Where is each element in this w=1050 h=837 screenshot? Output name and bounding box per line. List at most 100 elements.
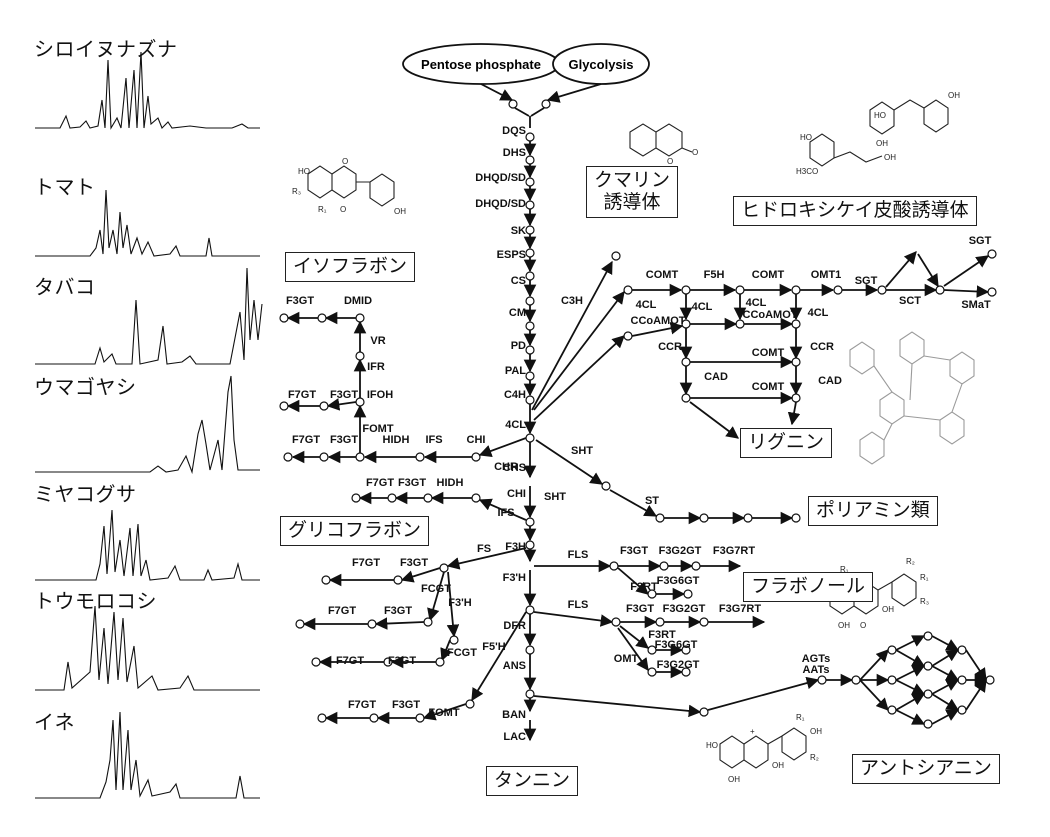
pathway-node	[369, 713, 379, 723]
enzyme-label: COMT	[752, 381, 785, 393]
pathway-node	[525, 200, 535, 210]
atom-label: OH	[948, 91, 960, 100]
pathway-node	[609, 561, 619, 571]
enzyme-label: SMaT	[961, 299, 991, 311]
enzyme-label: F3G6GT	[657, 575, 700, 587]
pathway-node	[957, 705, 967, 715]
atom-label: OH	[882, 605, 894, 614]
pathway-node	[525, 132, 535, 142]
atom-label: R₂	[906, 557, 915, 566]
enzyme-label: F7GT	[348, 699, 376, 711]
pathway-edge	[931, 649, 960, 667]
chromatogram-trace	[35, 509, 260, 581]
enzyme-label: COMT	[752, 269, 785, 281]
atom-label: O	[667, 157, 673, 166]
pathway-edge	[533, 335, 625, 421]
enzyme-label: IFOH	[367, 389, 393, 401]
enzyme-label: SHT	[571, 445, 593, 457]
source-label: Pentose phosphate	[421, 57, 541, 72]
main-trunk: DQSDHSDHQD/SDDHQD/SDSKESPSCSCMPDPALC4H4C…	[475, 116, 537, 743]
enzyme-label: 4CL	[636, 299, 657, 311]
enzyme-label: SGT	[969, 235, 992, 247]
enzyme-label: BAN	[502, 709, 526, 721]
pathway-edge	[787, 401, 801, 426]
pathway-node	[525, 645, 535, 655]
category-flavonol: フラボノール	[743, 572, 874, 602]
species-label: シロイヌナズナ	[34, 37, 178, 61]
pathway-edge	[707, 676, 820, 711]
pathway-node	[319, 401, 329, 411]
atom-label: O	[342, 157, 348, 166]
atom-label: +	[750, 727, 755, 736]
category-glycoflavone: グリコフラボン	[280, 516, 430, 546]
pathway-node	[435, 657, 445, 667]
pathway-node	[735, 285, 745, 295]
pathway-edge	[931, 665, 960, 681]
pathway-node	[623, 331, 633, 341]
pathway-node	[851, 675, 861, 685]
pathway-node	[423, 493, 433, 503]
pathway-node	[611, 251, 621, 261]
enzyme-label: HIDH	[383, 434, 410, 446]
pathway-node	[525, 155, 535, 165]
pathway-node	[525, 296, 535, 306]
species-label: タバコ	[34, 275, 96, 299]
pathway-node	[699, 617, 709, 627]
enzyme-label: F3G7RT	[719, 603, 761, 615]
enzyme-label: F3'H	[503, 572, 526, 584]
enzyme-label: OMT1	[811, 269, 842, 281]
enzyme-label: FLS	[568, 599, 589, 611]
hydroxycinnamic-structure: HO OH OH HO H3CO OH	[796, 91, 960, 176]
enzyme-label: CCoAMOT	[743, 309, 798, 321]
pathway-node	[525, 605, 535, 615]
enzyme-label: VR	[370, 335, 385, 347]
pathway-node	[415, 713, 425, 723]
pathway-edge	[535, 439, 604, 485]
pathway-node	[367, 619, 377, 629]
pathway-node	[525, 345, 535, 355]
enzyme-label: CHI	[507, 488, 526, 500]
pathway-edge	[943, 285, 990, 298]
enzyme-label: FCGT	[421, 583, 451, 595]
pathway-node	[525, 321, 535, 331]
enzyme-label: SHT	[544, 491, 566, 503]
pathway-node	[791, 285, 801, 295]
enzyme-label: F3G7RT	[713, 545, 755, 557]
pathway-edge	[895, 665, 926, 681]
enzyme-label: FLS	[568, 549, 589, 561]
pathway-node	[423, 617, 433, 627]
pathway-node	[525, 371, 535, 381]
pathway-node	[681, 667, 691, 677]
pathway-node	[525, 395, 535, 405]
pathway-node	[655, 617, 665, 627]
enzyme-label: F5H	[704, 269, 725, 281]
pathway-node	[295, 619, 305, 629]
pathway-node	[317, 313, 327, 323]
pathway-edge	[471, 611, 527, 702]
pathway-node	[541, 99, 551, 109]
pathway-node	[923, 719, 933, 729]
enzyme-label: CS	[511, 275, 526, 287]
category-anthocyanin: アントシアニン	[852, 754, 1000, 784]
pathway-edge	[931, 679, 960, 695]
pathway-node	[525, 517, 535, 527]
category-polyamine: ポリアミン類	[808, 496, 938, 526]
pathway-node	[279, 401, 289, 411]
pathway-node	[699, 707, 709, 717]
pathway-edge	[546, 83, 602, 103]
pathway-node	[525, 248, 535, 258]
pathway-node	[935, 285, 945, 295]
pathway-node	[735, 319, 745, 329]
enzyme-label: FCGT	[447, 647, 477, 659]
pathway-node	[355, 313, 365, 323]
enzyme-label: DHS	[503, 147, 526, 159]
pathway-node	[525, 540, 535, 550]
enzyme-label: HIDH	[437, 477, 464, 489]
enzyme-label: F7GT	[336, 655, 364, 667]
atom-label: O	[692, 148, 698, 157]
enzyme-label: C3H	[561, 295, 583, 307]
pathway-edge	[531, 260, 613, 411]
pathway-node	[311, 657, 321, 667]
enzyme-label: COMT	[646, 269, 679, 281]
pathway-edge	[931, 693, 960, 711]
